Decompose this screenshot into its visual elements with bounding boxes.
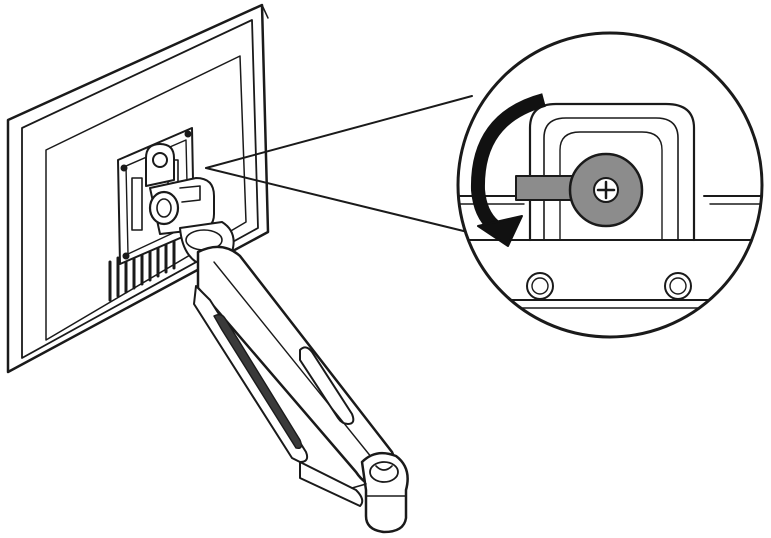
rotation-arrow-icon xyxy=(470,93,546,247)
base-clamp-icon xyxy=(351,451,409,534)
arm-icon xyxy=(179,221,397,507)
zoom-detail xyxy=(456,31,764,339)
screw-icon xyxy=(568,152,644,228)
callout-lines xyxy=(205,95,485,237)
